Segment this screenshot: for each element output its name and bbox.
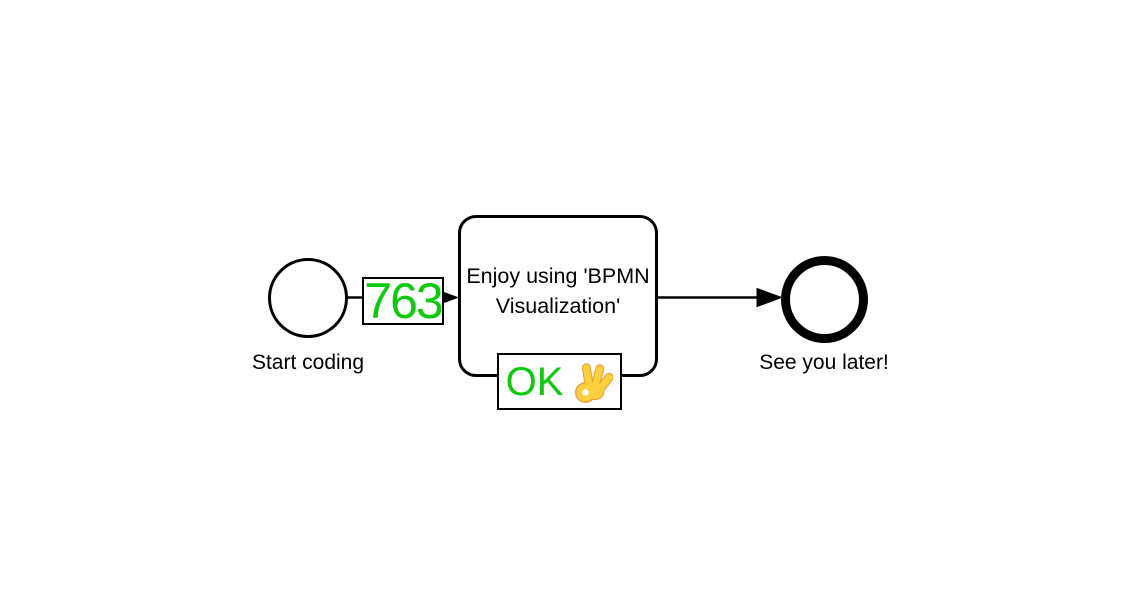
arrowhead-icon [756, 287, 783, 308]
end-event-label: See you later! [759, 351, 889, 374]
end-event-circle[interactable] [781, 256, 868, 343]
sequence-flow-task-to-end [656, 287, 783, 308]
task-status-overlay: OK [497, 353, 622, 410]
start-event-label: Start coding [251, 351, 365, 374]
task-label: Enjoy using 'BPMN Visualization' [466, 263, 650, 318]
flow-counter-value: 763 [364, 277, 442, 325]
flow-counter-overlay: 763 [362, 277, 444, 325]
ok-hand-emoji-icon [575, 362, 614, 403]
task-shape[interactable]: Enjoy using 'BPMN Visualization' [458, 215, 658, 377]
task-status-text: OK [505, 359, 564, 404]
start-event-circle[interactable] [268, 258, 348, 338]
